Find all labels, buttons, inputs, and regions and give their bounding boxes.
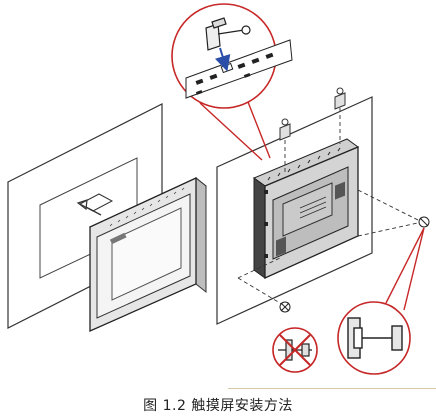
zoom-callout-slot <box>171 3 293 161</box>
prohibited-callout <box>272 327 318 373</box>
mounting-clip-top-left <box>279 118 291 141</box>
figure-caption: 图 1.2 触摸屏安装方法 <box>0 395 436 415</box>
caption-divider <box>228 388 436 389</box>
mounting-clip-right <box>418 216 430 228</box>
insert-arrow <box>76 193 114 216</box>
mounting-clip-bottom <box>279 301 291 313</box>
touch-screen-front <box>89 176 207 332</box>
touch-screen-back <box>252 138 360 280</box>
correct-clip-callout <box>337 227 425 375</box>
mounting-guide-lines <box>237 108 423 307</box>
left-mounting-panel <box>7 103 163 329</box>
figure-number: 图 1.2 <box>143 398 187 414</box>
mounting-clip-top-right <box>334 87 346 110</box>
figure-title: 触摸屏安装方法 <box>191 398 293 414</box>
